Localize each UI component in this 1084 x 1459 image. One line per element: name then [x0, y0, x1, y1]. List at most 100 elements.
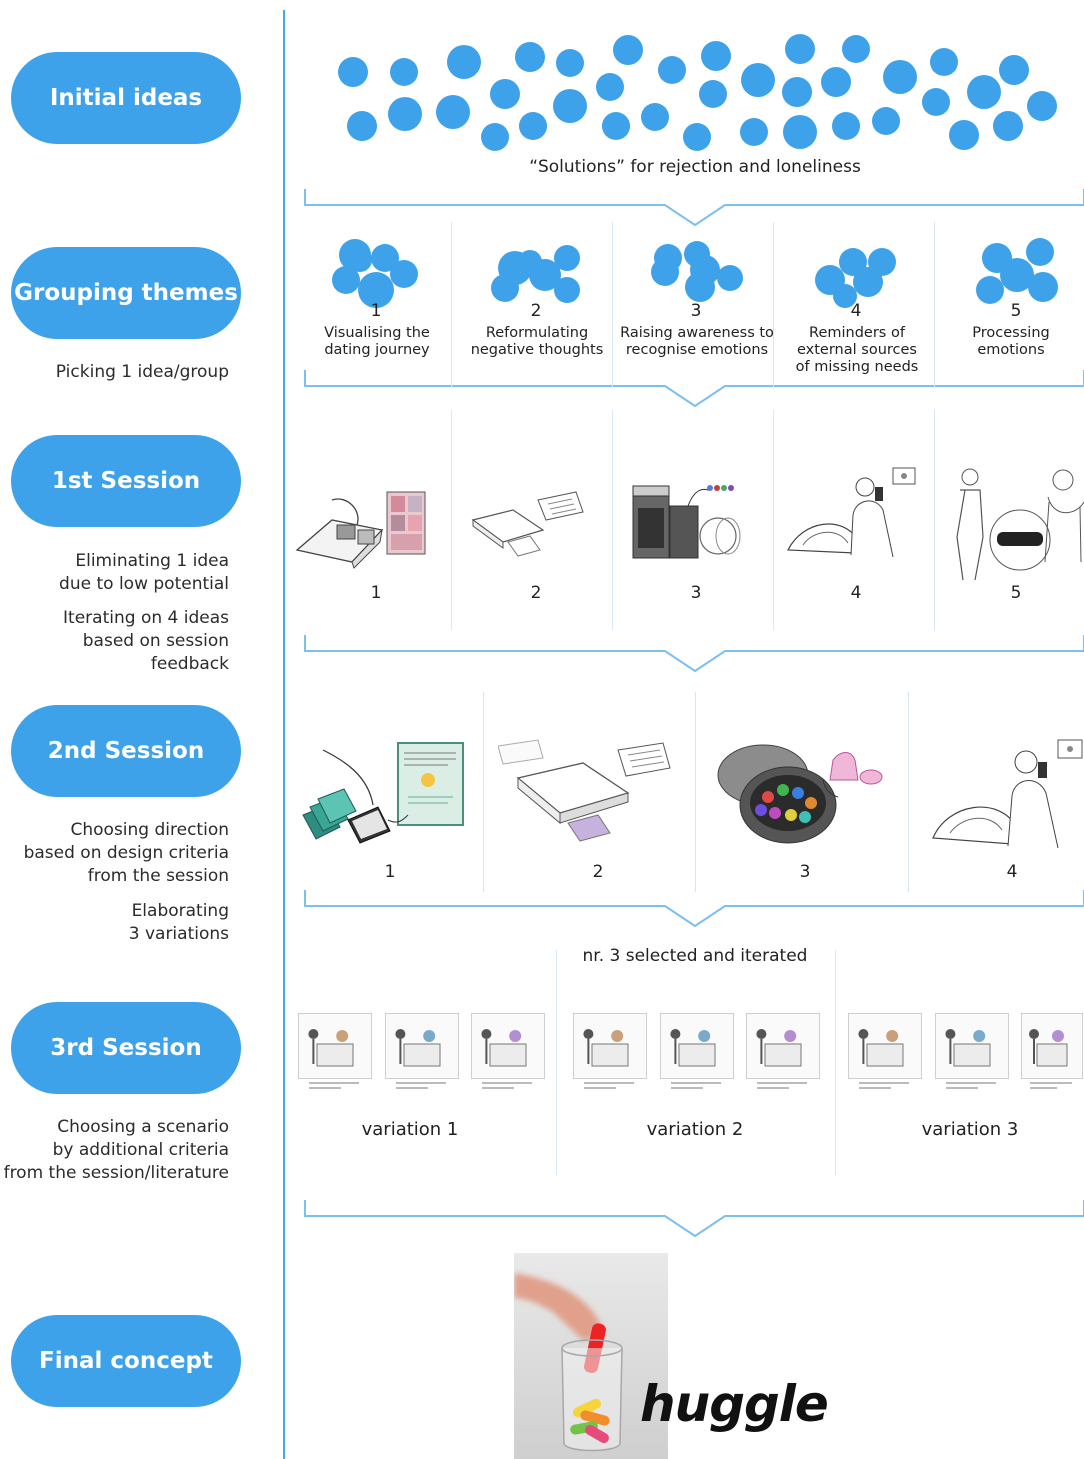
idea-bubble: [842, 35, 870, 63]
variation-label: variation 3: [921, 1119, 1019, 1140]
idea-bubble: [602, 112, 630, 140]
theme-cluster-bubble: [976, 276, 1004, 304]
storyboard-frame: [385, 1013, 459, 1079]
idea-bubble: [553, 89, 587, 123]
storyboard-caption-line: [308, 1082, 360, 1084]
idea-bubble: [922, 88, 950, 116]
idea-bubble: [683, 123, 711, 151]
storyboard-sketch: [670, 1029, 716, 1067]
column-separator: [556, 950, 557, 1175]
column-separator: [835, 950, 836, 1175]
storyboard-caption-line: [308, 1087, 342, 1089]
theme-cluster-bubble: [717, 265, 743, 291]
column-separator: [483, 692, 484, 892]
storyboard-sketch: [308, 1029, 354, 1067]
column-separator: [451, 222, 452, 387]
idea-bubble: [641, 103, 669, 131]
stage-final-concept: Final concept: [11, 1315, 241, 1407]
idea-bubble: [872, 107, 900, 135]
stage-label: Grouping themes: [14, 280, 238, 306]
storyboard-frame: [471, 1013, 545, 1079]
idea-bubble: [785, 34, 815, 64]
column-separator: [451, 410, 452, 630]
storyboard-caption-line: [395, 1082, 447, 1084]
theme-label-processing: Processing emotions: [972, 325, 1050, 358]
session2-number: 3: [799, 862, 811, 882]
column-separator: [695, 692, 696, 892]
funnel-separator-2: [304, 370, 1084, 408]
stage-initial-ideas: Initial ideas: [11, 52, 241, 144]
idea-bubble: [949, 120, 979, 150]
column-separator: [934, 222, 935, 387]
idea-bubble: [821, 67, 851, 97]
theme-number: 3: [690, 301, 702, 321]
idea-bubble: [556, 49, 584, 77]
sketch-cards: [302, 742, 464, 844]
funnel-separator-5: [304, 1200, 1084, 1238]
storyboard-sketch: [583, 1029, 629, 1067]
storyboard-frame: [746, 1013, 820, 1079]
storyboard-caption-line: [858, 1087, 892, 1089]
storyboard-frame: [573, 1013, 647, 1079]
theme-cluster-bubble: [518, 250, 542, 274]
idea-bubble: [967, 75, 1001, 109]
theme-cluster-bubble: [491, 274, 519, 302]
stage-3rd-session: 3rd Session: [11, 1002, 241, 1094]
sketch-wearable: [956, 468, 1084, 581]
session1-number: 5: [1010, 583, 1022, 603]
column-separator: [908, 692, 909, 892]
sketch-candy-box: [717, 744, 883, 844]
sketch-shell-phone-2: [932, 739, 1083, 849]
funnel-separator-1: [304, 189, 1084, 227]
idea-bubble: [481, 123, 509, 151]
variation-label: variation 1: [361, 1119, 459, 1140]
idea-bubble: [883, 60, 917, 94]
idea-bubble: [515, 42, 545, 72]
idea-bubble: [1027, 91, 1057, 121]
idea-bubble: [388, 97, 422, 131]
column-separator: [612, 222, 613, 387]
idea-bubble: [782, 77, 812, 107]
stage-label: Initial ideas: [49, 85, 203, 111]
idea-bubble: [740, 118, 768, 146]
idea-bubble: [613, 35, 643, 65]
storyboard-frame: [298, 1013, 372, 1079]
column-separator: [773, 410, 774, 630]
idea-bubble: [783, 115, 817, 149]
storyboard-caption-line: [945, 1082, 997, 1084]
idea-bubble: [999, 55, 1029, 85]
theme-number: 5: [1010, 301, 1022, 321]
storyboard-caption-line: [858, 1082, 910, 1084]
idea-bubble: [658, 56, 686, 84]
idea-bubble: [701, 41, 731, 71]
sketch-jars: [632, 485, 741, 559]
storyboard-caption-line: [481, 1082, 533, 1084]
stage-label: Final concept: [39, 1348, 213, 1374]
session2-number: 4: [1006, 862, 1018, 882]
theme-cluster-bubble: [685, 272, 715, 302]
idea-bubble: [930, 48, 958, 76]
theme-cluster-bubble: [390, 260, 418, 288]
theme-cluster-bubble: [853, 267, 883, 297]
session1-number: 1: [370, 583, 382, 603]
session1-number: 2: [530, 583, 542, 603]
idea-bubble: [741, 63, 775, 97]
idea-bubble: [993, 111, 1023, 141]
storyboard-caption-line: [395, 1087, 429, 1089]
column-separator: [934, 410, 935, 630]
idea-bubble: [596, 73, 624, 101]
funnel-separator-4: [304, 890, 1084, 928]
sketch-printer-2: [498, 739, 671, 842]
session1-number: 4: [850, 583, 862, 603]
session2-number: 2: [592, 862, 604, 882]
storyboard-caption-line: [1030, 1087, 1057, 1089]
storyboard-caption-line: [583, 1087, 617, 1089]
storyboard-caption-line: [756, 1082, 808, 1084]
theme-cluster-bubble: [1026, 238, 1054, 266]
storyboard-caption-line: [670, 1087, 704, 1089]
